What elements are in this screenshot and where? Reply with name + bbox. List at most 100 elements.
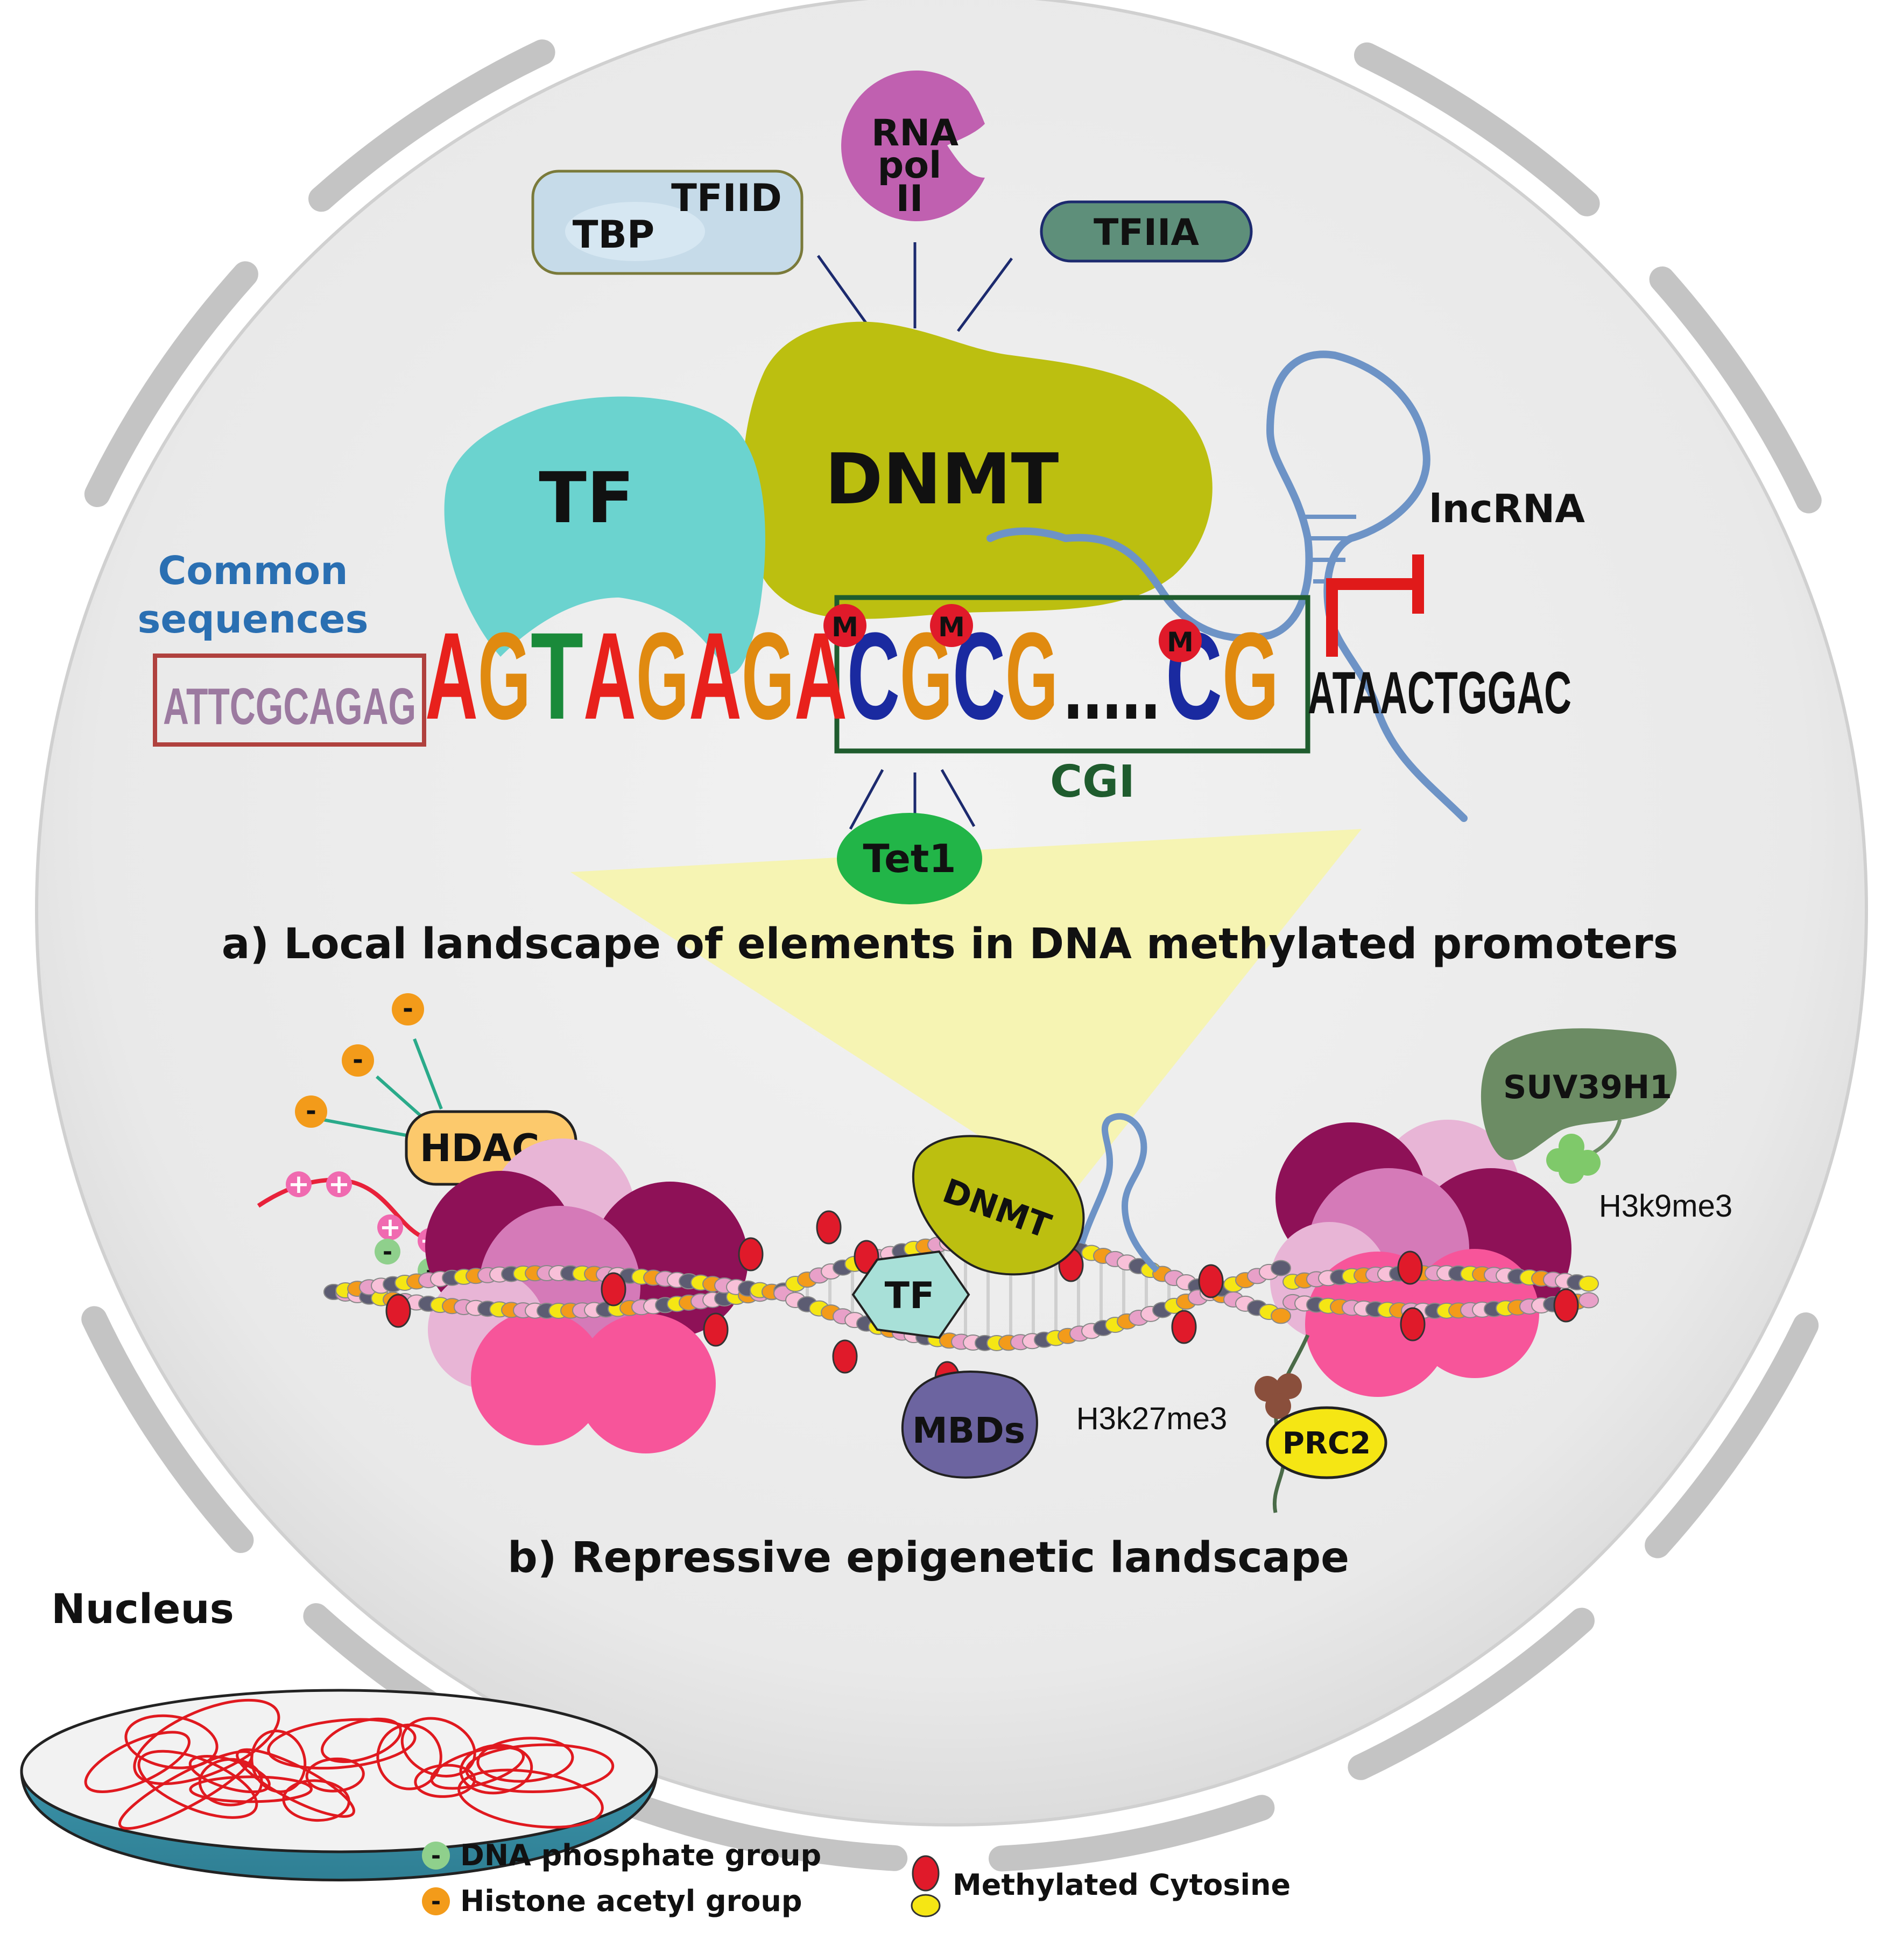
methylated-cytosine xyxy=(832,1339,858,1374)
nuclear-pore xyxy=(1354,42,1600,216)
methylated-cytosine xyxy=(816,1210,842,1245)
chromatin-loop xyxy=(250,1730,307,1793)
mbds-label: MBDs xyxy=(912,1410,1025,1451)
nuclear-pore xyxy=(622,1793,908,1871)
lncrna-hairpin xyxy=(986,350,1468,822)
dna-bead xyxy=(1578,1292,1599,1309)
tf-small-label: TF xyxy=(885,1275,935,1317)
h3k9me3-clover-icon xyxy=(1546,1134,1601,1184)
chromatin-loop xyxy=(137,1750,258,1819)
motif-letter: G xyxy=(1222,607,1279,745)
sequence-dots: ..... xyxy=(1063,631,1160,740)
legend-acetyl: - Histone acetyl group xyxy=(422,1884,802,1918)
tfiia-pill xyxy=(1040,200,1253,263)
rna-pol-ii-shape xyxy=(841,70,985,221)
tf-blob xyxy=(444,396,765,674)
tfiia-label: TFIIA xyxy=(1094,212,1199,254)
svg-text:M: M xyxy=(1167,627,1194,658)
dna-bead xyxy=(1271,1308,1291,1324)
rna-pol-label-line1: RNA xyxy=(871,112,958,154)
tf-hexagon xyxy=(851,1250,970,1339)
chromatin-loop xyxy=(267,1718,417,1770)
methylated-cytosine xyxy=(738,1237,764,1271)
motif-letter: G xyxy=(742,607,794,745)
legend-acetyl-text: Histone acetyl group xyxy=(460,1884,802,1918)
nuclear-pore xyxy=(1649,266,1822,514)
downstream-sequence: ATAACTGGAC xyxy=(1308,660,1571,726)
methylated-cytosine xyxy=(1400,1307,1426,1341)
hdac-lines xyxy=(322,1038,443,1137)
methylated-cytosine xyxy=(1198,1264,1224,1298)
svg-text:-: - xyxy=(306,1096,316,1126)
methyl-mark-2: M xyxy=(930,604,973,647)
acetyl-group-2: - xyxy=(342,1044,374,1077)
legend-phosphate-text: DNA phosphate group xyxy=(460,1838,821,1872)
nuclear-pore xyxy=(1645,1312,1819,1558)
dnmt-label: DNMT xyxy=(825,438,1059,520)
nucleus-label: Nucleus xyxy=(51,1585,234,1633)
chromatin-loop xyxy=(465,1743,615,1794)
svg-text:M: M xyxy=(831,612,858,643)
chromatin-loop xyxy=(457,1768,604,1829)
acetyl-group-3: - xyxy=(392,993,424,1025)
svg-text:-: - xyxy=(403,994,413,1024)
mbds-blob xyxy=(901,1371,1038,1479)
phosphate-minus-1: - xyxy=(375,1238,400,1266)
rna-pol-label-line3: II xyxy=(896,178,924,220)
motif-letter: A xyxy=(689,607,742,745)
common-sequences-line1: Common xyxy=(158,548,348,593)
panel-a-title: a) Local landscape of elements in DNA me… xyxy=(222,920,1678,968)
motif-letter: G xyxy=(478,607,531,745)
legend-phosphate: - DNA phosphate group xyxy=(422,1838,821,1872)
dna-bead xyxy=(1271,1260,1291,1276)
panel-b-title: b) Repressive epigenetic landscape xyxy=(508,1534,1349,1582)
nuclear-pore xyxy=(81,1306,254,1553)
tet1-ellipse xyxy=(837,813,982,904)
tet1-label: Tet1 xyxy=(863,836,956,881)
svg-text:M: M xyxy=(938,612,965,643)
svg-text:-: - xyxy=(431,1842,441,1870)
svg-text:+: + xyxy=(288,1169,309,1199)
methyl-mark-1: M xyxy=(823,604,866,647)
svg-text:-: - xyxy=(431,1888,441,1915)
cgi-label: CGI xyxy=(1050,756,1135,807)
nuclear-pore xyxy=(989,1795,1275,1872)
lncrna-small-loop xyxy=(1079,1113,1160,1273)
motif-letter: A xyxy=(583,607,636,745)
charge-plus-3: + xyxy=(377,1212,403,1242)
svg-text:+: + xyxy=(379,1212,401,1242)
nucleosome-right xyxy=(1270,1120,1571,1397)
dnmt-small-blob xyxy=(912,1135,1085,1276)
nuclear-pore xyxy=(84,261,258,507)
chromatin-loop xyxy=(305,1757,365,1793)
tf-label: TF xyxy=(539,457,634,539)
dna-double-helix xyxy=(323,1210,1599,1395)
transcription-start-site-icon xyxy=(1326,554,1424,657)
cgi-box xyxy=(834,595,1310,754)
tbp-label: TBP xyxy=(573,213,654,257)
connector-lines-top xyxy=(816,242,1013,332)
dna-bead xyxy=(1578,1275,1599,1292)
zoom-triangle xyxy=(570,829,1362,1195)
methylated-cytosine xyxy=(601,1272,626,1306)
motif-letter: A xyxy=(425,607,478,745)
legend-methyl-cytosine: Methylated Cytosine xyxy=(911,1855,1291,1917)
chromatin-loop xyxy=(476,1737,574,1783)
motif-letter: G xyxy=(1005,607,1058,745)
rna-pol-label-line2: pol xyxy=(878,144,942,187)
h3k27me3-mark-icon xyxy=(1254,1373,1302,1419)
common-sequence-box xyxy=(153,654,426,747)
nuclear-pores xyxy=(81,39,1822,1872)
svg-text:-: - xyxy=(383,1238,392,1266)
tfiid-label: TFIID xyxy=(671,176,782,220)
common-sequence-text: ATTCGCAGAG xyxy=(163,678,416,735)
dnmt-blob xyxy=(742,321,1213,619)
common-sequences-line2: sequences xyxy=(138,596,369,642)
nuclear-pore xyxy=(308,39,555,212)
chromatin-loop xyxy=(376,1723,442,1790)
chromatin-loop xyxy=(321,1717,402,1764)
prc2-label: PRC2 xyxy=(1282,1426,1371,1461)
h3k27me3-label: H3k27me3 xyxy=(1076,1401,1227,1436)
suv39h1-label: SUV39H1 xyxy=(1503,1069,1672,1106)
